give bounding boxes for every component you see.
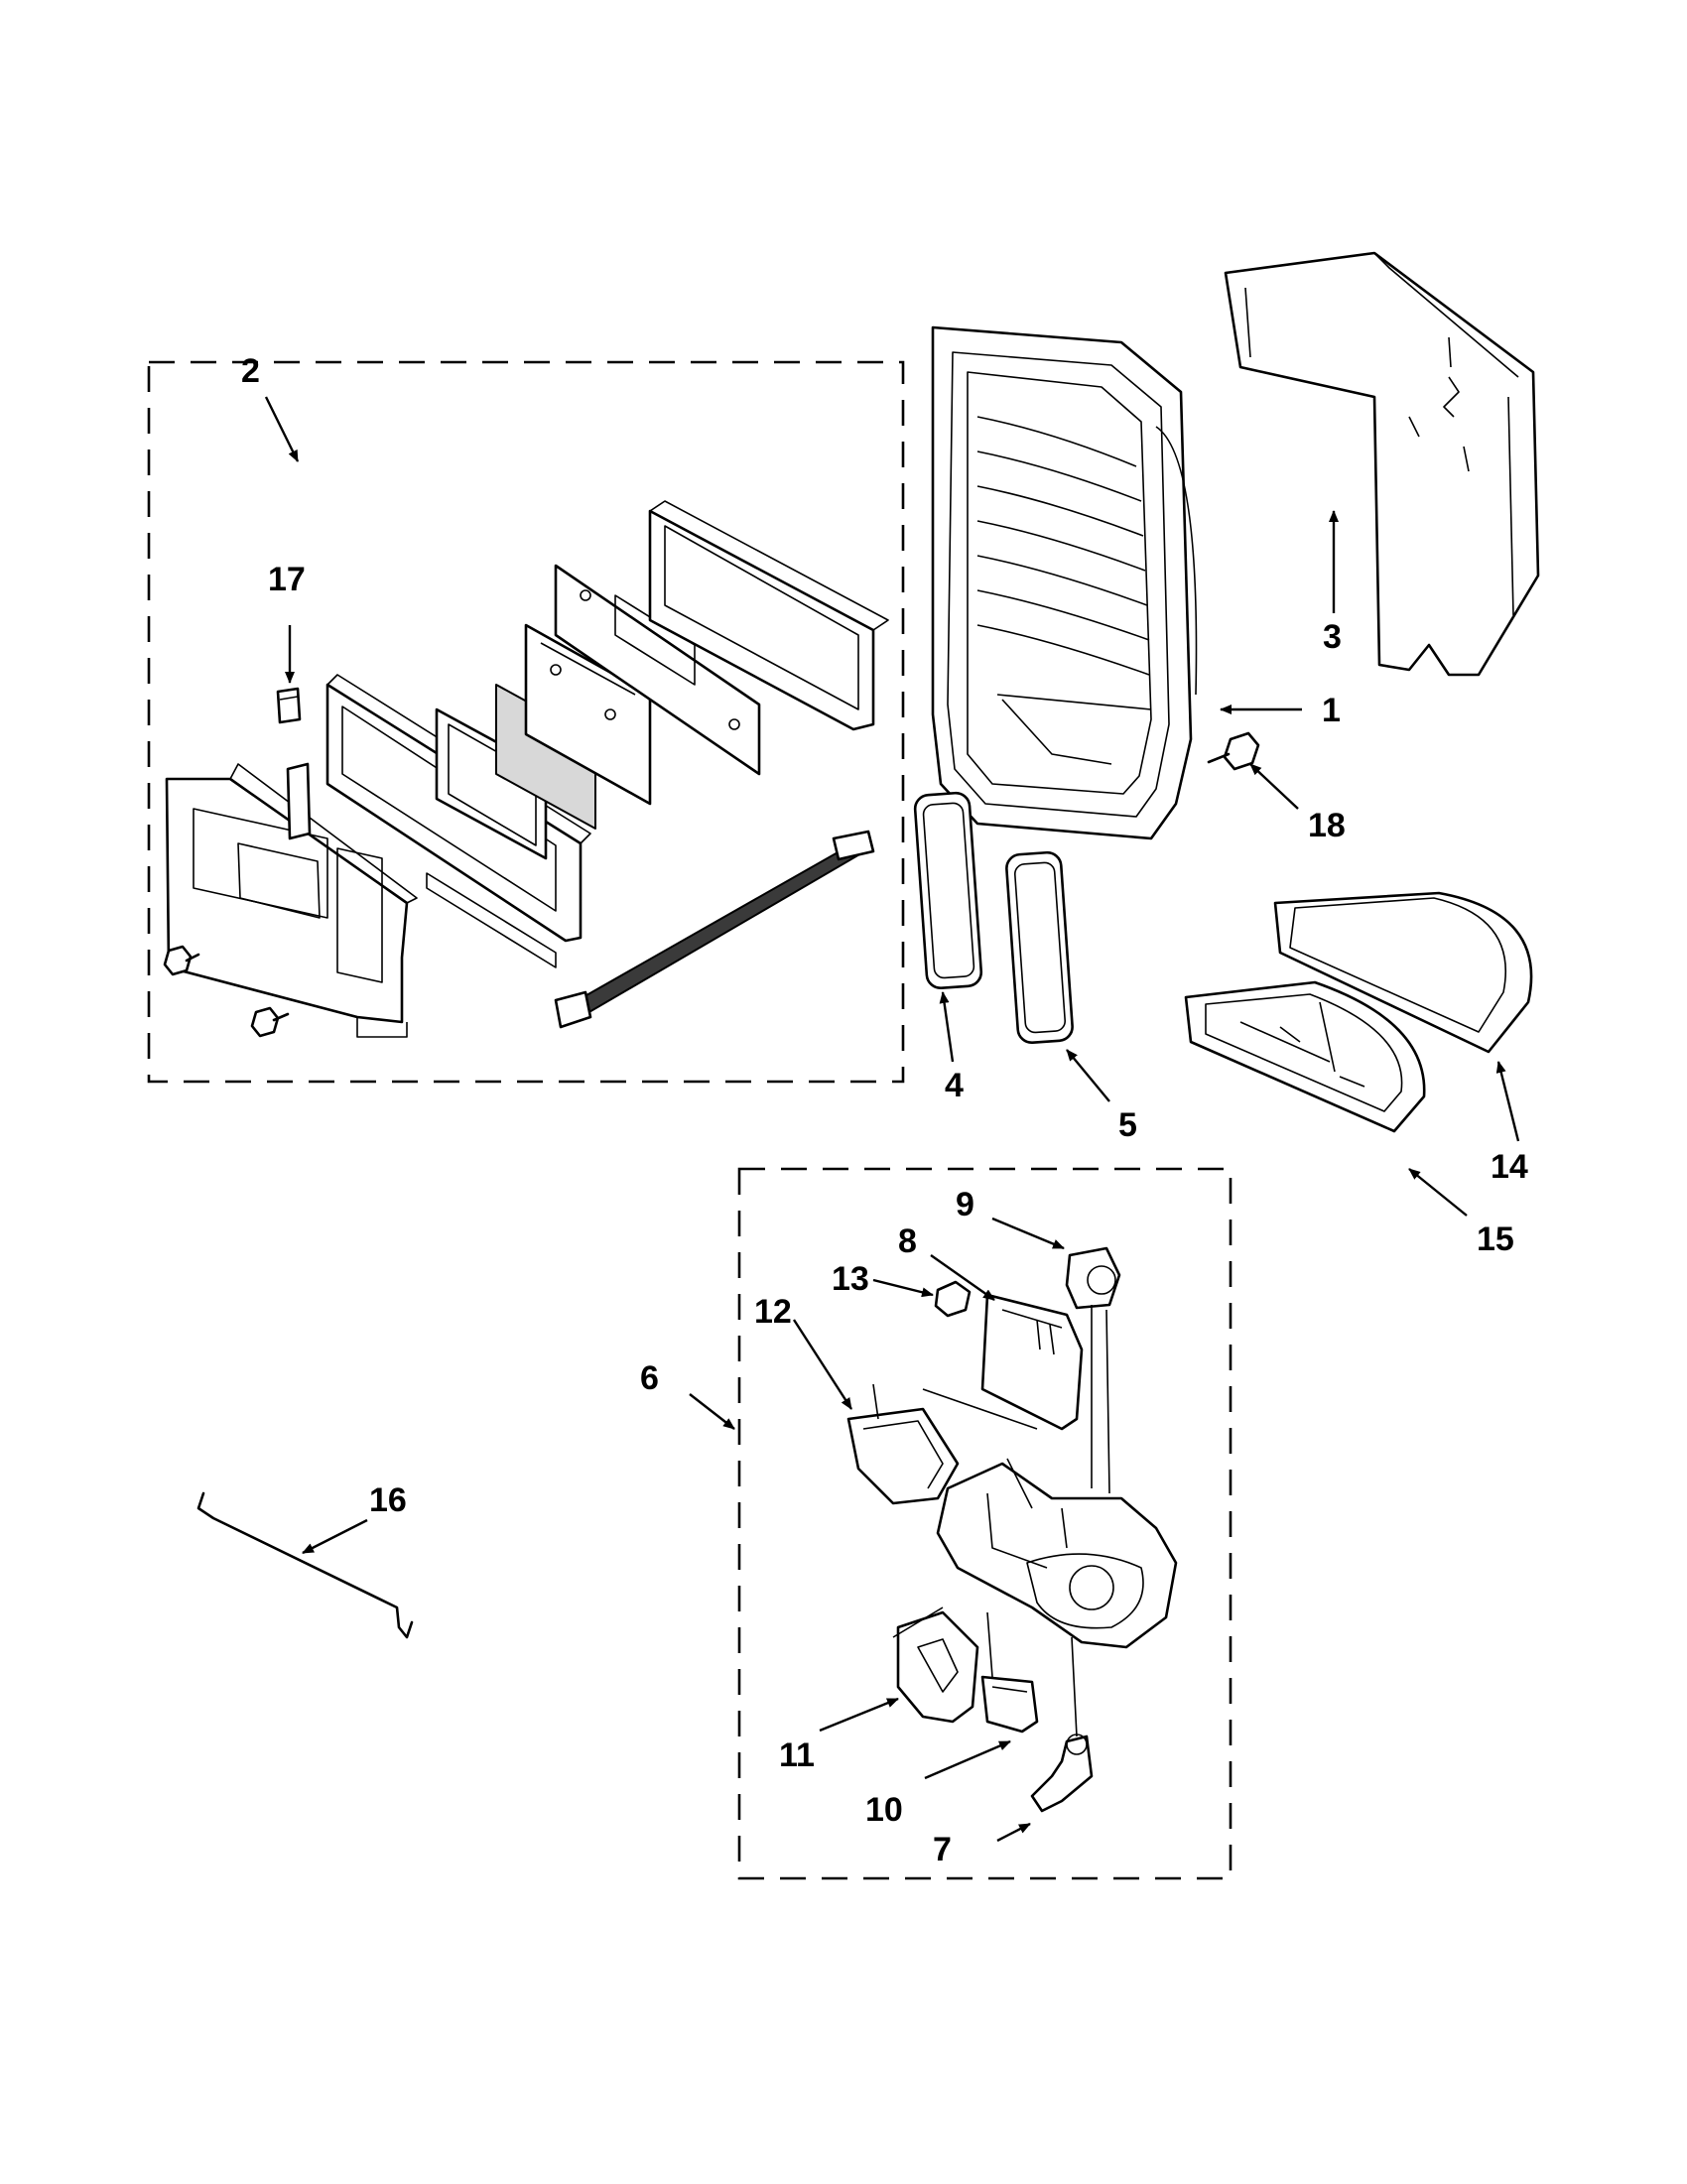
callout-13: 13	[832, 1260, 869, 1298]
callout-10: 10	[865, 1791, 903, 1829]
callout-14: 14	[1491, 1148, 1528, 1186]
callout-6: 6	[640, 1359, 659, 1397]
callout-17: 17	[268, 561, 306, 598]
group-6-boundary	[737, 1167, 1233, 1880]
callout-8: 8	[898, 1222, 917, 1260]
pad-5	[1005, 850, 1074, 1045]
drip-tray-grille	[1273, 891, 1533, 1054]
callout-12: 12	[754, 1293, 792, 1331]
switch-bracket-8	[980, 1293, 1084, 1431]
actuator-9	[1065, 1246, 1121, 1310]
callout-9: 9	[956, 1186, 974, 1223]
dispenser-paddle-11	[896, 1610, 979, 1724]
bracket-17	[276, 687, 302, 724]
group-2-boundary	[147, 360, 905, 1084]
callout-1: 1	[1322, 692, 1341, 729]
door-cover	[1224, 251, 1540, 677]
callout-11: 11	[779, 1736, 815, 1774]
callout-16: 16	[369, 1481, 407, 1519]
water-fitting-7	[1030, 1734, 1094, 1813]
callout-2: 2	[241, 352, 260, 390]
screw-a	[163, 945, 200, 976]
display-bezel	[165, 763, 418, 1038]
solenoid-10	[980, 1675, 1039, 1734]
pad-4	[913, 791, 983, 990]
screw-b	[250, 1006, 290, 1038]
callout-18: 18	[1308, 807, 1346, 844]
side-bracket	[286, 762, 312, 840]
rear-housing	[648, 500, 889, 731]
callout-15: 15	[1477, 1220, 1514, 1258]
callout-7: 7	[933, 1831, 952, 1868]
ice-chute-12	[846, 1383, 960, 1505]
wire-rod-16	[196, 1491, 414, 1639]
screw-18	[1207, 731, 1260, 771]
drip-tray	[1184, 980, 1426, 1133]
callout-3: 3	[1323, 618, 1342, 656]
leader-lines	[892, 1305, 1110, 1737]
callout-4: 4	[945, 1067, 964, 1104]
dispenser-housing	[931, 325, 1198, 840]
bulb-13	[934, 1280, 972, 1318]
dispenser-base	[936, 1462, 1178, 1649]
callout-5: 5	[1118, 1106, 1137, 1144]
ribbon-cable	[554, 830, 875, 1029]
